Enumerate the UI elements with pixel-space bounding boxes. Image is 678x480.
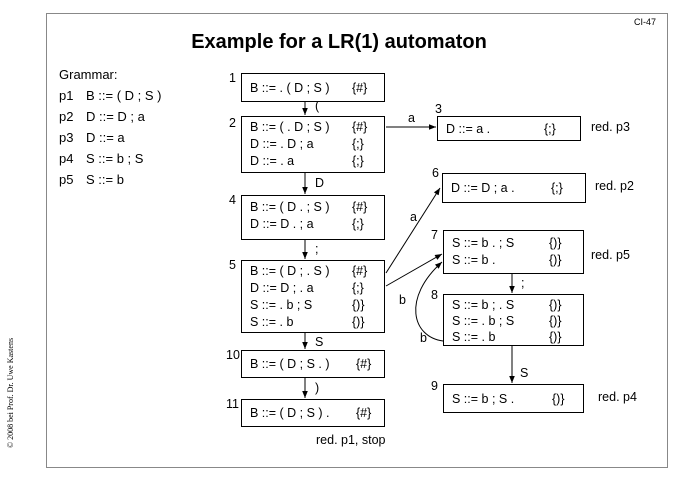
reduce-action: red. p1, stop bbox=[316, 433, 386, 447]
state-number: 7 bbox=[431, 228, 438, 242]
state-6: D ::= D ; a . {;} bbox=[442, 173, 586, 203]
edge-label: ( bbox=[315, 99, 320, 113]
state-3: D ::= a . {;} bbox=[437, 116, 581, 141]
lookahead-set: {#} bbox=[356, 406, 372, 420]
lr-item: B ::= ( D ; S . ) bbox=[250, 357, 330, 371]
edge-label: b bbox=[399, 293, 406, 307]
lr-item: S ::= b ; S . bbox=[452, 392, 515, 406]
lr-item: D ::= . D ; a bbox=[250, 137, 314, 151]
lookahead-set: {#} bbox=[352, 200, 368, 214]
lookahead-set: {)} bbox=[549, 298, 562, 312]
edge-label: ) bbox=[315, 381, 320, 395]
reduce-action: red. p2 bbox=[595, 179, 634, 193]
rule-text: D ::= a bbox=[86, 130, 125, 145]
rule-text: S ::= b ; S bbox=[86, 151, 144, 166]
edge-label: ; bbox=[315, 242, 319, 256]
rule-id: p4 bbox=[59, 151, 74, 166]
grammar-rule: p4 S ::= b ; S bbox=[59, 148, 162, 169]
state-10: B ::= ( D ; S . ) {#} bbox=[241, 350, 385, 378]
state-number: 5 bbox=[229, 258, 236, 272]
rule-text: B ::= ( D ; S ) bbox=[86, 88, 162, 103]
lookahead-set: {;} bbox=[551, 181, 563, 195]
grammar-heading: Grammar: bbox=[59, 67, 118, 82]
lr-item: B ::= ( D ; S ) . bbox=[250, 406, 330, 420]
lookahead-set: {;} bbox=[544, 122, 556, 136]
state-9: S ::= b ; S . {)} bbox=[443, 384, 584, 413]
grammar-rule: p3 D ::= a bbox=[59, 127, 162, 148]
lookahead-set: {)} bbox=[552, 392, 565, 406]
edge-label: S bbox=[520, 366, 529, 380]
lookahead-set: {)} bbox=[549, 253, 562, 267]
slide-frame bbox=[46, 13, 668, 468]
slide-id: CI-47 bbox=[633, 17, 656, 27]
lr-item: S ::= b . bbox=[452, 253, 496, 267]
lr-item: S ::= . b ; S bbox=[250, 298, 313, 312]
edge-label: D bbox=[315, 176, 325, 190]
lookahead-set: {#} bbox=[352, 81, 368, 95]
state-1: B ::= . ( D ; S ) {#} bbox=[241, 73, 385, 102]
state-number: 11 bbox=[226, 397, 239, 411]
edge-label: a bbox=[408, 111, 415, 125]
lr-item: D ::= a . bbox=[446, 122, 491, 136]
lr-item: B ::= ( . D ; S ) bbox=[250, 120, 330, 134]
lookahead-set: {#} bbox=[352, 120, 368, 134]
lr-item: S ::= . b bbox=[250, 315, 294, 329]
edge-label: S bbox=[315, 335, 324, 349]
reduce-action: red. p3 bbox=[591, 120, 630, 134]
state-11: B ::= ( D ; S ) . {#} bbox=[241, 399, 385, 427]
lookahead-set: {#} bbox=[352, 264, 368, 278]
lookahead-set: {)} bbox=[549, 314, 562, 328]
copyright-note: © 2008 bei Prof. Dr. Uwe Kastens bbox=[6, 337, 15, 448]
state-number: 2 bbox=[229, 116, 236, 130]
state-number: 6 bbox=[432, 166, 439, 180]
lookahead-set: {;} bbox=[352, 281, 364, 295]
edge-label: b bbox=[420, 331, 427, 345]
lookahead-set: {#} bbox=[356, 357, 372, 371]
slide-title: Example for a LR(1) automaton bbox=[191, 31, 487, 53]
rule-text: S ::= b bbox=[86, 172, 124, 187]
state-number: 10 bbox=[226, 348, 240, 362]
state-number: 1 bbox=[229, 71, 236, 85]
lr-item: B ::= ( D . ; S ) bbox=[250, 200, 330, 214]
lr-item: D ::= D ; a . bbox=[451, 181, 515, 195]
rule-text: D ::= D ; a bbox=[86, 109, 145, 124]
lookahead-set: {)} bbox=[549, 236, 562, 250]
reduce-action: red. p5 bbox=[591, 248, 630, 262]
state-2: B ::= ( . D ; S ) {#} D ::= . D ; a {;} … bbox=[241, 116, 385, 173]
grammar-rule: p2 D ::= D ; a bbox=[59, 106, 162, 127]
lr-item: D ::= . a bbox=[250, 154, 295, 168]
state-7: S ::= b . ; S {)} S ::= b . {)} bbox=[443, 230, 584, 274]
state-number: 8 bbox=[431, 288, 438, 302]
lr-item: B ::= ( D ; . S ) bbox=[250, 264, 330, 278]
grammar-block: Grammar: p1 B ::= ( D ; S ) p2 D ::= D ; a… bbox=[59, 64, 162, 190]
lr-item: D ::= D ; . a bbox=[250, 281, 314, 295]
lookahead-set: {;} bbox=[352, 217, 364, 231]
state-4: B ::= ( D . ; S ) {#} D ::= D . ; a {;} bbox=[241, 195, 385, 240]
lookahead-set: {;} bbox=[352, 154, 364, 168]
grammar-rule: p1 B ::= ( D ; S ) bbox=[59, 85, 162, 106]
lookahead-set: {)} bbox=[549, 330, 562, 344]
state-number: 9 bbox=[431, 379, 438, 393]
lr-item: S ::= . b bbox=[452, 330, 496, 344]
lookahead-set: {)} bbox=[352, 298, 365, 312]
rule-id: p2 bbox=[59, 109, 74, 124]
lookahead-set: {;} bbox=[352, 137, 364, 151]
lookahead-set: {)} bbox=[352, 315, 365, 329]
grammar-rule: p5 S ::= b bbox=[59, 169, 162, 190]
rule-id: p3 bbox=[59, 130, 74, 145]
lr-item: S ::= . b ; S bbox=[452, 314, 515, 328]
lr-item: S ::= b ; . S bbox=[452, 298, 515, 312]
edge-label: a bbox=[410, 210, 417, 224]
rule-id: p5 bbox=[59, 172, 74, 187]
lr-item: D ::= D . ; a bbox=[250, 217, 314, 231]
rule-id: p1 bbox=[59, 88, 74, 103]
lr-item: B ::= . ( D ; S ) bbox=[250, 81, 330, 95]
state-5: B ::= ( D ; . S ) {#} D ::= D ; . a {;} … bbox=[241, 260, 385, 333]
edge-label: ; bbox=[521, 276, 525, 290]
state-8: S ::= b ; . S {)} S ::= . b ; S {)} S ::… bbox=[443, 294, 584, 346]
state-number: 4 bbox=[229, 193, 236, 207]
lr-item: S ::= b . ; S bbox=[452, 236, 515, 250]
state-number: 3 bbox=[435, 102, 442, 116]
reduce-action: red. p4 bbox=[598, 390, 637, 404]
